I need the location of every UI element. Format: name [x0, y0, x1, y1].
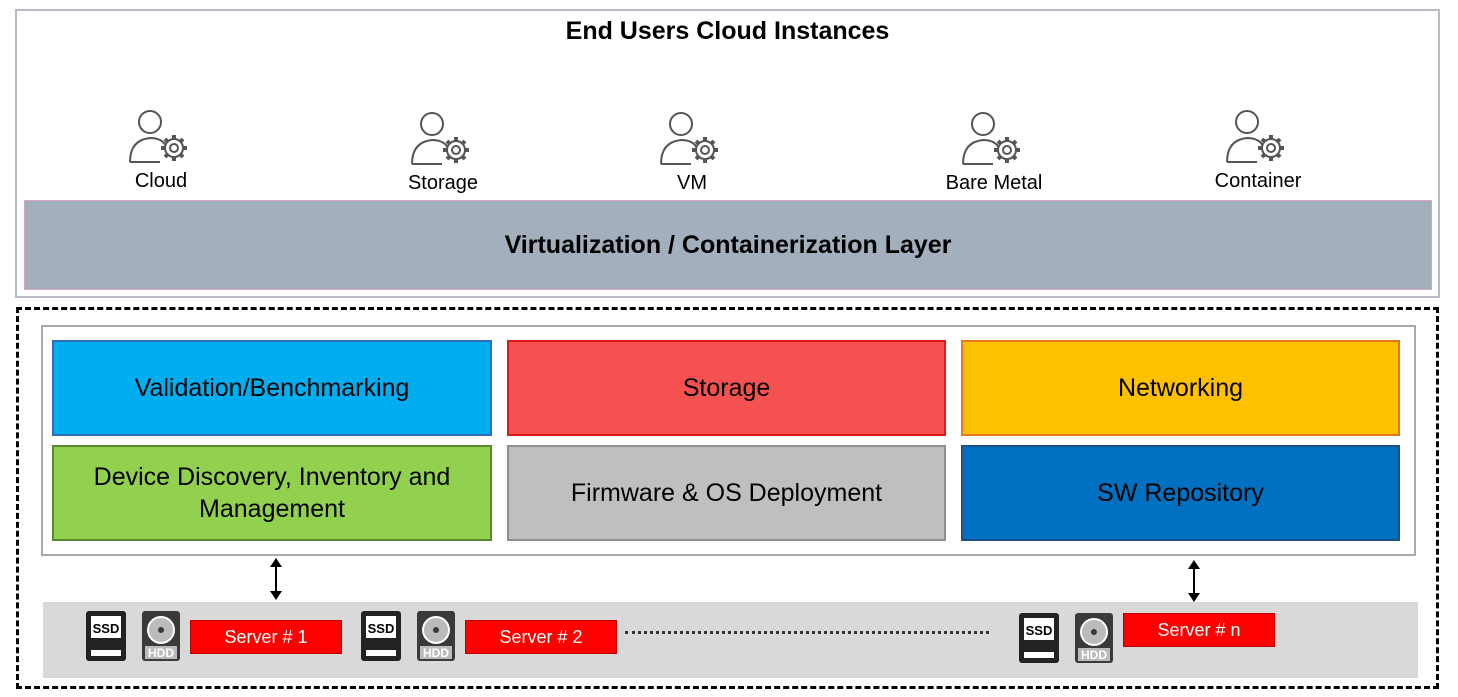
infrastructure-region	[16, 307, 1439, 689]
bidirectional-arrow-icon	[1188, 560, 1200, 602]
user-storage: Storage	[373, 108, 513, 195]
user-label: Storage	[407, 172, 479, 194]
hdd-label: HDD	[1081, 648, 1107, 662]
hdd-label: HDD	[148, 646, 174, 660]
device-discovery-box: Device Discovery, Inventory and Manageme…	[52, 445, 492, 541]
firmware-os-deployment-box: Firmware & OS Deployment	[507, 445, 946, 541]
user-gear-icon	[411, 112, 469, 165]
hdd-icon: HDD	[417, 611, 455, 661]
hdd-icon: HDD	[142, 611, 180, 661]
hdd-icon: HDD	[1075, 613, 1113, 663]
server-2: Server # 2	[465, 620, 617, 654]
user-label: Bare Metal	[945, 172, 1043, 194]
user-cloud: Cloud	[91, 106, 231, 193]
user-label: Container	[1214, 170, 1302, 192]
sw-repository-box: SW Repository	[961, 445, 1400, 541]
user-gear-icon	[1226, 110, 1284, 163]
ssd-label: SSD	[93, 621, 120, 636]
user-vm: VM	[622, 108, 762, 195]
user-container: Container	[1188, 106, 1328, 193]
hdd-label: HDD	[423, 646, 449, 660]
user-gear-icon	[962, 112, 1020, 165]
ssd-icon: SSD	[86, 611, 126, 661]
user-bare-metal: Bare Metal	[924, 108, 1064, 195]
ssd-icon: SSD	[1019, 613, 1059, 663]
ssd-label: SSD	[368, 621, 395, 636]
end-users-title: End Users Cloud Instances	[565, 17, 890, 45]
ellipsis-dots	[625, 631, 989, 634]
virtualization-layer: Virtualization / Containerization Layer	[24, 200, 1432, 290]
user-label: VM	[677, 172, 707, 194]
storage-box: Storage	[507, 340, 946, 436]
validation-benchmarking-box: Validation/Benchmarking	[52, 340, 492, 436]
bidirectional-arrow-icon	[270, 558, 282, 600]
user-gear-icon	[660, 112, 718, 165]
server-1: Server # 1	[190, 620, 342, 654]
ssd-label: SSD	[1026, 623, 1053, 638]
ssd-icon: SSD	[361, 611, 401, 661]
server-n: Server # n	[1123, 613, 1275, 647]
networking-box: Networking	[961, 340, 1400, 436]
user-label: Cloud	[134, 170, 188, 192]
user-gear-icon	[129, 110, 187, 163]
